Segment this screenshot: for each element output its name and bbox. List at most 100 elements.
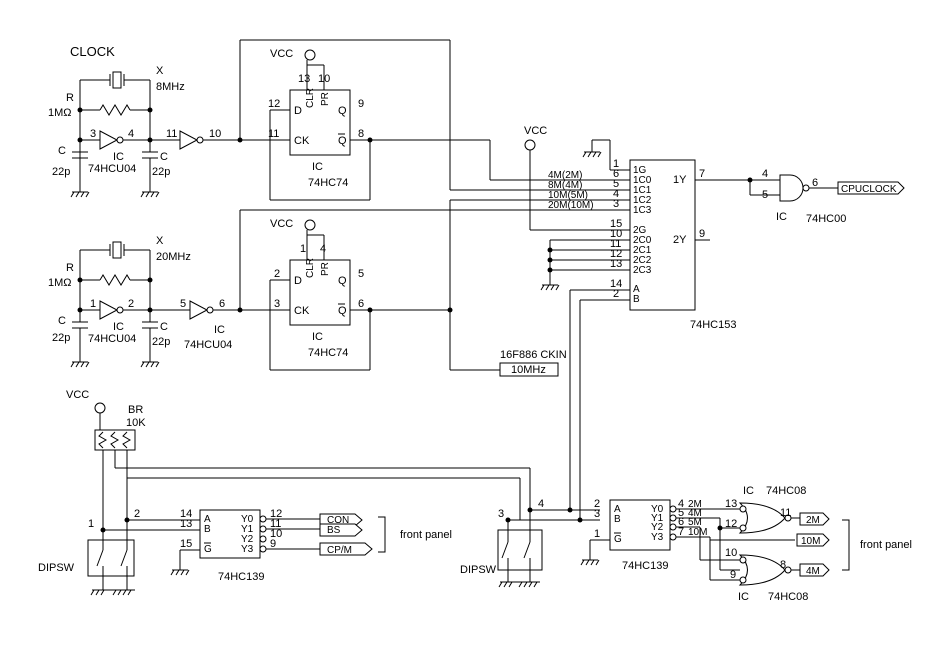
- ic-type: 74HC08: [768, 591, 808, 603]
- ic-label: IC: [113, 321, 124, 333]
- resistor-label: R: [66, 262, 74, 274]
- port-10m: [796, 533, 830, 547]
- ff-pin: CK: [294, 135, 310, 147]
- pin-label: 9: [699, 228, 705, 240]
- dec-out-label: 2M: [688, 499, 702, 510]
- pin-label: 11: [166, 128, 177, 140]
- pin-label: 6: [219, 298, 225, 310]
- pin-label: 9: [358, 98, 364, 110]
- flipflop-2-body: [289, 259, 351, 326]
- pin-label: 12: [268, 98, 280, 110]
- pin-label: 4: [538, 498, 544, 510]
- inverter-u2b: [189, 300, 209, 320]
- pin-label: 13: [725, 498, 737, 510]
- cap-label: C: [58, 145, 66, 157]
- pin-label: 11: [270, 518, 281, 530]
- flipflop-1: D CK Q Q CLR PR VCC 12 11 13 10 9 8 IC 7…: [239, 39, 630, 201]
- pin-label: 4: [128, 128, 134, 140]
- ic-type: 74HCU04: [88, 333, 136, 345]
- pin-label: 11: [780, 507, 791, 519]
- decoder-2-body: [609, 499, 671, 551]
- pin-label: 6: [613, 168, 619, 180]
- pin-label: 8: [358, 128, 364, 140]
- ff-pin: D: [294, 105, 302, 117]
- mux-pin: 2C0: [633, 235, 652, 246]
- pin-label: 14: [610, 278, 622, 290]
- pin-label: 5: [613, 178, 619, 190]
- pin-label: 3: [613, 198, 619, 210]
- pin-label: 8: [780, 559, 786, 571]
- pin-label: 13: [180, 518, 192, 530]
- pin-label: 1: [594, 528, 600, 540]
- panel-label: BS: [327, 525, 341, 536]
- oscillator-20mhz: X 20MHz R 1MΩ 1 2 IC 74HCU04 C 22p C 22p: [48, 235, 290, 368]
- ic-label: IC: [776, 211, 787, 223]
- mux-pin: 1C0: [633, 175, 652, 186]
- pin-label: 14: [180, 508, 192, 520]
- panel-label: 2M: [806, 515, 820, 526]
- pin-label: 3: [594, 508, 600, 520]
- crystal-x1: [112, 71, 122, 89]
- mux-pin: 1C1: [633, 185, 652, 196]
- panel-label: 10M: [801, 536, 820, 547]
- ic-label: IC: [743, 485, 754, 497]
- cpuclock-label: CPUCLOCK: [841, 184, 897, 195]
- dec-pin: Y0: [651, 504, 664, 515]
- pin-label: 15: [610, 218, 622, 230]
- ic-type: 74HC08: [766, 485, 806, 497]
- pin-label: 3: [90, 128, 96, 140]
- pin-label: 10: [725, 547, 737, 559]
- ic-type: 74HC00: [806, 213, 846, 225]
- ff-pin: Q: [338, 305, 347, 317]
- mux-pin: A: [633, 284, 640, 295]
- pin-label: 5: [358, 268, 364, 280]
- crystal-x2: [112, 241, 122, 259]
- dec-out-label: 5M: [688, 517, 702, 528]
- ff-pin: D: [294, 275, 302, 287]
- decoder-2: A B G Y0 Y1 Y2 Y3 2 3 1 4 5 6 7 2M 4M 5M…: [580, 498, 795, 581]
- port-2m: [799, 512, 830, 526]
- nand-gate: [779, 174, 804, 202]
- port-bs: [319, 523, 363, 537]
- ic-label: IC: [214, 324, 225, 336]
- front-panel-label: front panel: [860, 539, 912, 551]
- mux-pin: 2C2: [633, 255, 652, 266]
- dec-pin: Y3: [241, 544, 254, 555]
- dec-pin: Y1: [651, 513, 664, 524]
- ic-type: 74HC139: [622, 560, 668, 572]
- cpuclock-port: [837, 181, 905, 195]
- pin-label: 7: [678, 526, 684, 538]
- dec-out-label: 10M: [688, 527, 707, 538]
- ckin-port: [499, 362, 559, 377]
- inverter-u1b: [179, 130, 199, 150]
- pin-label: 5: [762, 189, 768, 201]
- nand-74hc00: CPUCLOCK 4 5 6 IC 74HC00: [762, 168, 905, 225]
- inverter-u1a: [99, 130, 119, 150]
- ic-type: 74HC153: [690, 319, 736, 331]
- ff-pin: Q: [338, 105, 347, 117]
- pin-label: 6: [812, 177, 818, 189]
- dipsw-2-group: 3 4 DIPSW: [460, 468, 600, 588]
- ff-pin: PR: [320, 92, 331, 106]
- resistor-r1: [99, 104, 131, 116]
- resistor-label: R: [66, 92, 74, 104]
- pin-label: 9: [270, 538, 276, 550]
- mux-pin: 2G: [633, 225, 647, 236]
- and-gate-1: [738, 502, 786, 534]
- dec-pin: B: [204, 524, 211, 535]
- dec-pin: A: [204, 514, 211, 525]
- decoder-1-body: [199, 509, 261, 559]
- mux-pin: 1C2: [633, 195, 652, 206]
- ff-pin: CK: [294, 305, 310, 317]
- front-panel-label: front panel: [400, 529, 452, 541]
- flipflop-2: D CK Q Q CLR PR VCC 2 3 1 4 5 6 IC 74HC7…: [239, 199, 630, 377]
- pin-label: 4: [613, 188, 619, 200]
- cap-label: C: [160, 321, 168, 333]
- pin-label: 4: [320, 243, 326, 255]
- ic-type: 74HCU04: [88, 163, 136, 175]
- dec-out-label: 4M: [688, 508, 702, 519]
- resistor-value: 1MΩ: [48, 107, 72, 119]
- pin-label: 3: [274, 298, 280, 310]
- ff-pin: CLR: [305, 258, 316, 278]
